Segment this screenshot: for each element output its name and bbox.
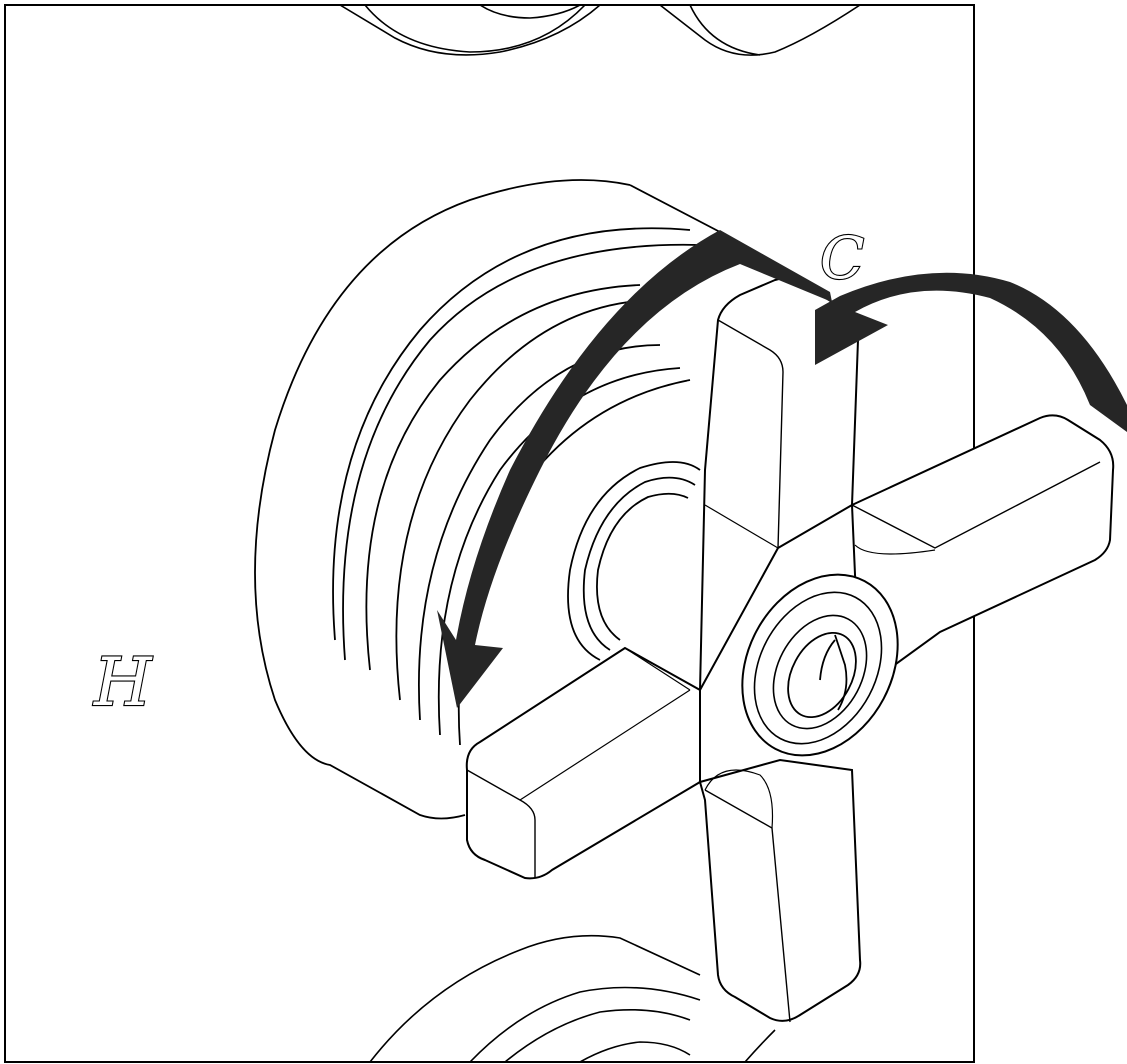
knob-screw-icon <box>819 634 848 711</box>
rotation-arrows <box>437 230 1127 708</box>
lower-hub <box>369 934 776 1062</box>
knob-arm-bottom <box>698 758 862 1022</box>
rotation-arrow-right <box>815 272 1127 432</box>
housing-label: H <box>93 644 153 721</box>
knob-arm-right <box>850 414 1115 692</box>
rotation-label: C <box>820 224 864 292</box>
rotation-arrow-left <box>437 230 832 708</box>
cross-knob <box>465 277 1115 1023</box>
knob-arm-left <box>465 646 701 880</box>
upper-hub <box>339 5 861 56</box>
hub-bore <box>567 461 701 661</box>
